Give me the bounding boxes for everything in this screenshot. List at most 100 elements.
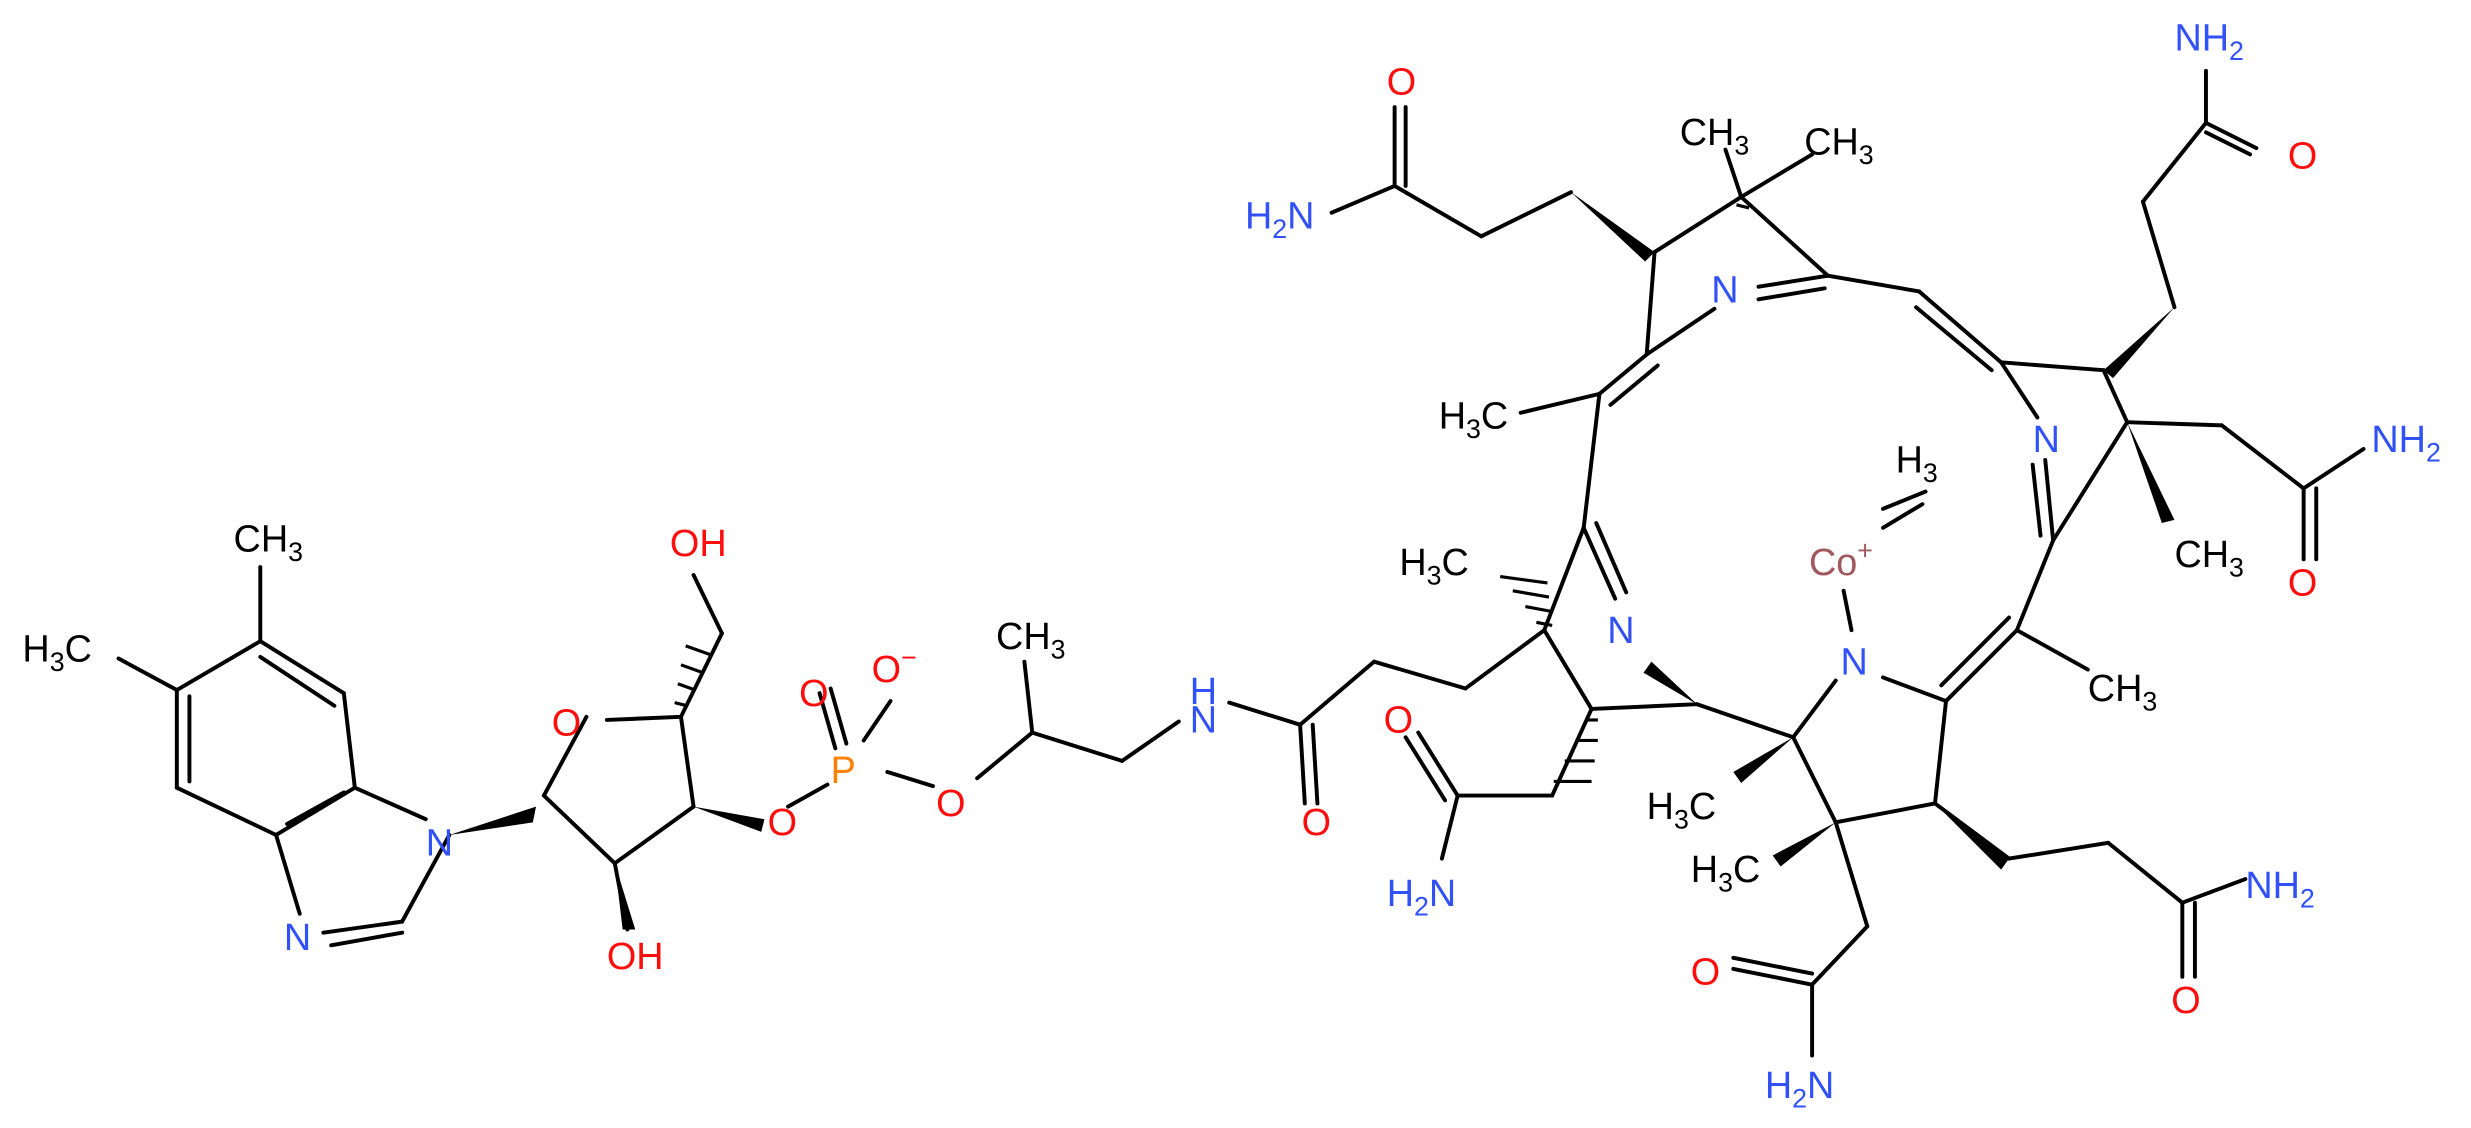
bond (691, 573, 724, 636)
atom-label: O (2288, 563, 2317, 605)
atom-label: N (1607, 610, 1634, 652)
atom-label: O (1387, 62, 1416, 104)
bond (1518, 391, 1602, 415)
atom-label: CH3 (2088, 668, 2157, 716)
hash-bond (1536, 620, 1553, 627)
bond (975, 730, 1035, 781)
hash-bond (680, 663, 704, 675)
atom-label: NH2 (2174, 17, 2243, 65)
hash-bond (674, 701, 688, 708)
atom-label: O− (872, 642, 917, 691)
bond (2106, 840, 2185, 905)
bond (1479, 190, 1574, 239)
bond (1644, 250, 1657, 357)
bond (2140, 199, 2177, 310)
bond (1227, 700, 1303, 727)
bond (2301, 447, 2366, 491)
bond (2051, 420, 2130, 543)
wedge-bond (449, 806, 537, 835)
bond (1298, 659, 1377, 727)
hash-bond (1736, 203, 1750, 210)
atom-label: O (799, 673, 828, 715)
bond (2180, 877, 2248, 905)
wedge-bond (1571, 192, 1655, 262)
bond (1881, 489, 1928, 511)
bond (2007, 840, 2111, 861)
bond (1597, 352, 1649, 396)
bond (1652, 194, 1744, 255)
atom-label: H3C (22, 629, 91, 677)
bond (1917, 289, 2004, 365)
bond (1120, 719, 1181, 763)
bond (1739, 194, 1830, 278)
hash-bond (685, 644, 713, 657)
atom-label: O (2171, 980, 2200, 1022)
atom-label: O (2288, 136, 2317, 178)
bond (1756, 286, 1827, 302)
hash-bond (1512, 589, 1550, 599)
bond (1581, 391, 1602, 530)
bond (1914, 305, 1994, 373)
bond (1463, 628, 1547, 691)
bond (258, 654, 337, 708)
bond (174, 639, 263, 693)
bond (678, 714, 696, 809)
atom-labels: NH2 O CH3 CH3 O H2N N N NH2 H3C H3 Co+ C… (22, 17, 2440, 1113)
bond (1298, 722, 1307, 806)
bond (541, 793, 617, 866)
atom-label: NH2 (2371, 419, 2440, 467)
bond (1881, 675, 1948, 704)
bond (258, 639, 346, 696)
bond (321, 919, 405, 935)
bond (1030, 730, 1125, 763)
atom-label: N (426, 822, 453, 864)
bond (1933, 699, 1948, 806)
wedge-bond (2127, 422, 2175, 524)
atom-label: O (936, 783, 965, 825)
bond (1825, 273, 1922, 294)
atom-label: N (1840, 641, 1867, 683)
atom-label: CH3 (234, 518, 303, 566)
bond (2014, 628, 2090, 672)
atom-label: OH (607, 936, 664, 978)
hash-bond (1499, 575, 1548, 585)
bond (1594, 521, 1629, 595)
bond (274, 833, 302, 916)
bond (2014, 538, 2056, 633)
bond (2203, 120, 2259, 151)
atom-label: N (284, 917, 311, 959)
atom-label: P (831, 750, 856, 792)
atom-label: CH3 (996, 616, 1065, 664)
atom-label: N (2033, 419, 2060, 461)
hash-bond (677, 682, 696, 692)
bond (2203, 130, 2253, 157)
atom-label: N (1711, 269, 1738, 311)
bond (1731, 966, 1815, 987)
bond (329, 930, 405, 948)
wedge-bond (2103, 307, 2175, 379)
bond (1644, 306, 1717, 357)
bond (1542, 628, 1594, 711)
bond (1310, 722, 1320, 806)
atom-label: H2N (1765, 1065, 1834, 1113)
atom-label: CH3 (2174, 534, 2243, 582)
bond (1810, 924, 1870, 987)
bond (116, 656, 179, 693)
atom-label: OH (670, 523, 727, 565)
wedges (449, 192, 2175, 930)
bond (1403, 735, 1447, 803)
atom-label: O (1302, 802, 1331, 844)
bond (2219, 423, 2306, 491)
bond (1833, 801, 1937, 825)
bond (2125, 420, 2224, 428)
bond (1999, 360, 2040, 420)
bond (1841, 588, 1854, 633)
atom-label: CH3 (1680, 112, 1749, 160)
bond (1695, 702, 1796, 740)
bond (678, 631, 724, 719)
bond (1739, 152, 1815, 199)
bond (2043, 458, 2056, 543)
atom-label: O (768, 802, 797, 844)
atom-label: O (1384, 700, 1413, 742)
